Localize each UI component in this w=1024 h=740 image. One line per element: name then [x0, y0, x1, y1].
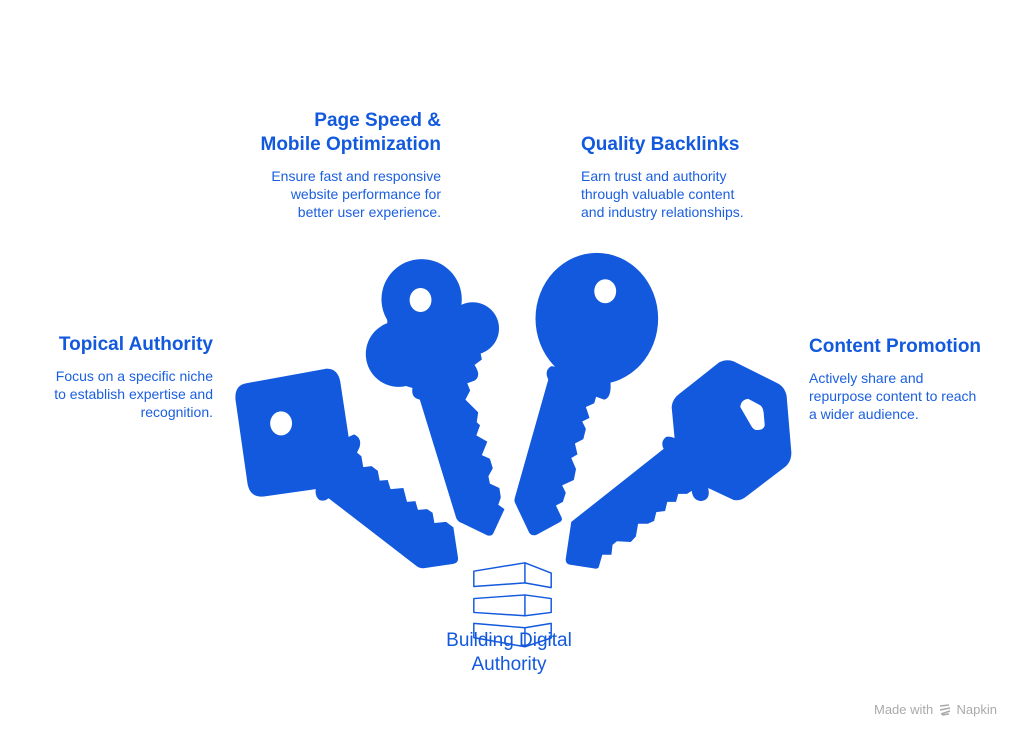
item-quality-backlinks: Quality Backlinks Earn trust and authori… [581, 133, 744, 221]
center-label-line: Authority [471, 654, 547, 675]
item-title: Quality Backlinks [581, 133, 744, 157]
item-title: Content Promotion [809, 335, 981, 359]
desc-line: website performance for [290, 186, 441, 202]
desc-line: through valuable content [581, 186, 735, 202]
item-description: Focus on a specific niche to establish e… [54, 367, 213, 421]
item-description: Ensure fast and responsive website perfo… [261, 167, 441, 221]
item-title: Page Speed & Mobile Optimization [261, 109, 442, 157]
item-content-promotion: Content Promotion Actively share and rep… [809, 335, 981, 423]
title-line: Topical Authority [58, 334, 213, 355]
item-title: Topical Authority [54, 333, 213, 357]
item-topical-authority: Topical Authority Focus on a specific ni… [54, 333, 213, 421]
desc-line: a wider audience. [809, 406, 919, 422]
watermark: Made with Napkin [874, 702, 997, 717]
stacked-blocks-icon [473, 562, 552, 648]
desc-line: recognition. [140, 404, 213, 420]
desc-line: Earn trust and authority [581, 168, 727, 184]
desc-line: Actively share and [809, 370, 924, 386]
desc-line: to establish expertise and [54, 386, 213, 402]
title-line: Mobile Optimization [260, 134, 442, 155]
hexagon-key-icon [565, 360, 792, 569]
desc-line: repurpose content to reach [809, 388, 977, 404]
desc-line: Focus on a specific niche [55, 368, 213, 384]
center-label-line: Building Digital [446, 630, 572, 651]
item-description: Earn trust and authority through valuabl… [581, 167, 744, 221]
center-label: Building Digital Authority [409, 629, 609, 677]
desc-line: better user experience. [297, 204, 441, 220]
clover-key-icon [365, 259, 505, 536]
desc-line: Ensure fast and responsive [271, 168, 441, 184]
item-description: Actively share and repurpose content to … [809, 369, 981, 423]
round-key-icon [514, 252, 659, 536]
title-line: Quality Backlinks [581, 134, 740, 155]
watermark-brand: Napkin [956, 702, 997, 717]
title-line: Page Speed & [314, 110, 441, 131]
napkin-logo-icon [939, 704, 951, 716]
desc-line: and industry relationships. [581, 204, 744, 220]
watermark-prefix: Made with [874, 702, 934, 717]
title-line: Content Promotion [809, 336, 982, 357]
square-key-icon [235, 368, 459, 569]
item-page-speed: Page Speed & Mobile Optimization Ensure … [261, 109, 442, 221]
